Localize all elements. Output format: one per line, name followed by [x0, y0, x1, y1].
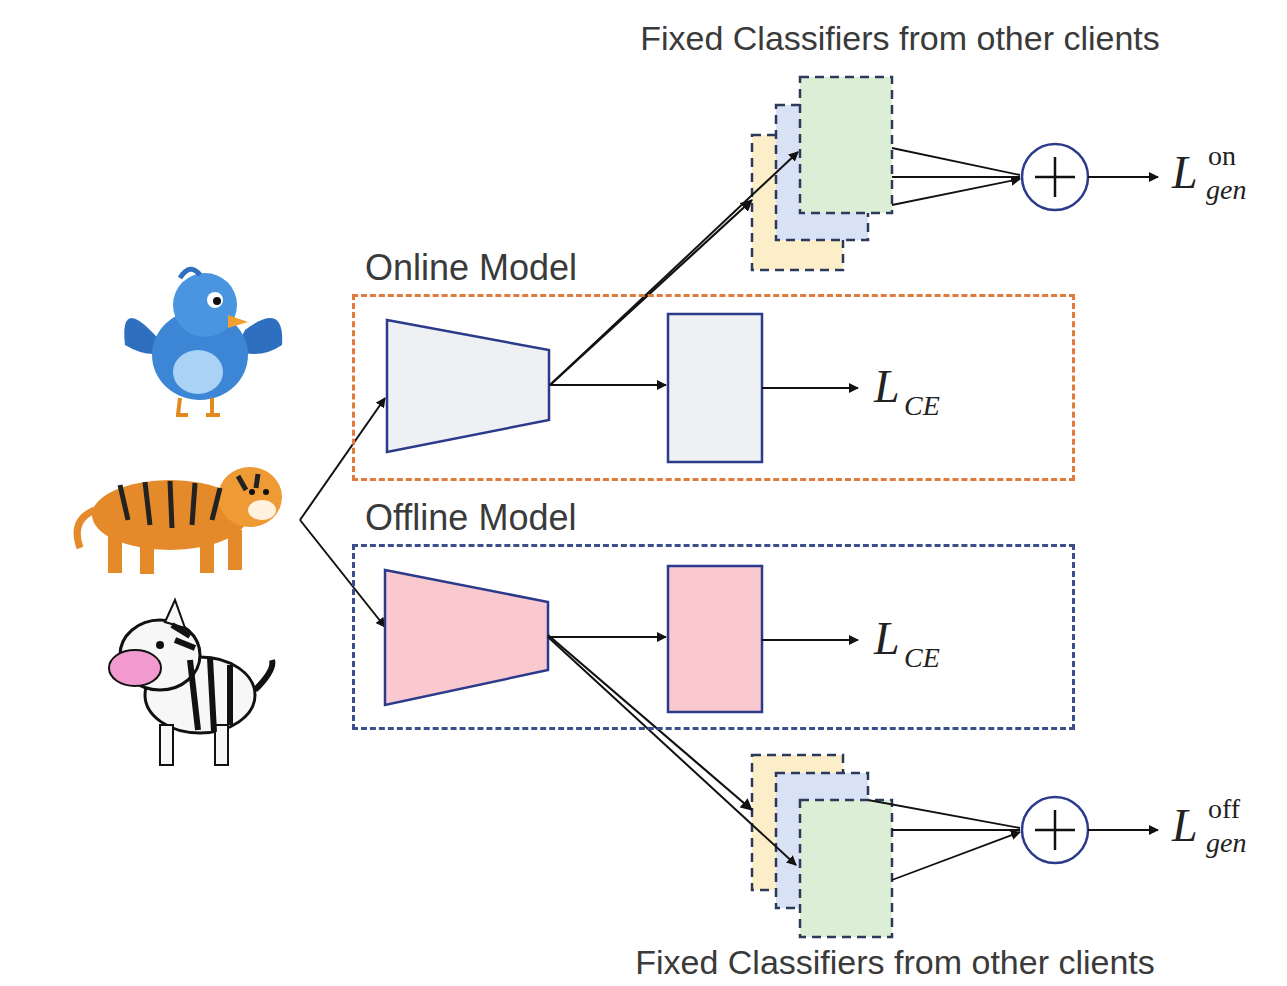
- loss-symbol: L: [874, 364, 900, 410]
- loss-subscript: CE: [904, 644, 940, 672]
- tiger-picture: [77, 467, 282, 574]
- encoder-trapezoid: [385, 570, 548, 705]
- encoder-trapezoid: [387, 320, 549, 452]
- classifier-stack: [752, 77, 892, 270]
- model-group-box: Offline Model: [352, 544, 1075, 730]
- classifier-box: [668, 314, 762, 462]
- loss-symbol: L: [1172, 150, 1198, 196]
- classifier-stack: [752, 755, 892, 937]
- zebra-picture: [109, 600, 272, 765]
- group-heading: Fixed Classifiers from other clients: [570, 19, 1230, 58]
- bird-picture: [124, 269, 282, 415]
- feature-arrow: [550, 200, 752, 385]
- sum-symbol: [1022, 144, 1088, 210]
- classifier-group: Fixed Classifiers from other clients: [752, 755, 892, 937]
- loss-superscript: off: [1208, 795, 1240, 823]
- loss-symbol: L: [1172, 803, 1198, 849]
- group-heading: Offline Model: [365, 497, 576, 539]
- model-group-box: Online Model: [352, 294, 1075, 481]
- loss-subscript: gen: [1206, 176, 1246, 204]
- classifier-group: Fixed Classifiers from other clients: [752, 77, 892, 270]
- loss-symbol: L: [874, 616, 900, 662]
- loss-superscript: on: [1208, 142, 1236, 170]
- group-heading: Online Model: [365, 247, 577, 289]
- classifier-box: [668, 566, 762, 712]
- group-heading: Fixed Classifiers from other clients: [565, 943, 1225, 982]
- feature-arrow: [548, 635, 752, 810]
- loss-subscript: gen: [1206, 829, 1246, 857]
- loss-subscript: CE: [904, 392, 940, 420]
- sum-symbol: [1022, 797, 1088, 863]
